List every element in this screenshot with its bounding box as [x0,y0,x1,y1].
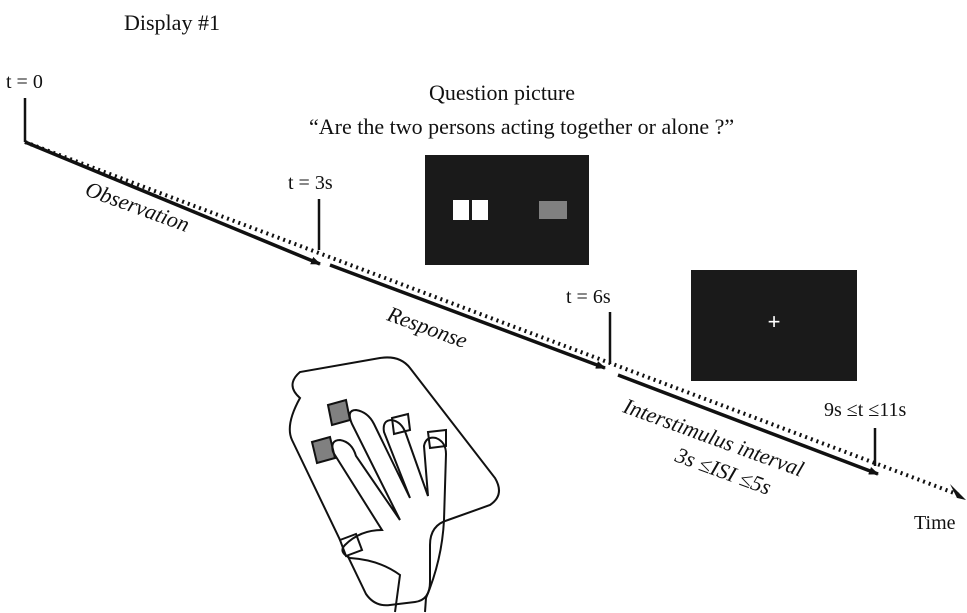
point-light-figures [152,67,215,135]
fixation-panel: + [691,270,857,381]
response-button-2 [310,435,337,465]
time-mark-end: 9s ≤t ≤11s [824,399,907,421]
question-picture-title: Question picture [429,80,576,105]
response-button-5 [338,532,364,558]
hand-on-response-box [288,356,500,613]
response-arrow [329,263,606,370]
fixation-cross: + [767,309,781,334]
question-panel [425,155,589,265]
question-text: “Are the two persons acting together or … [309,114,735,139]
together-square-left [453,200,469,220]
time-axis-dotted [24,140,963,498]
isi-arrow [617,373,879,476]
hand-outline [331,408,448,613]
time-mark-t0: t = 0 [6,71,43,93]
response-button-1 [326,398,352,427]
display-1-title: Display #1 [124,10,220,35]
together-square-right [472,200,488,220]
observation-arrow [24,140,321,266]
time-mark-t6: t = 6s [566,286,611,308]
time-axis-arrowhead [944,484,966,500]
response-box-outline [288,356,500,607]
time-mark-t3: t = 3s [288,172,333,194]
time-axis-label: Time [914,512,956,534]
alone-square [539,201,567,219]
